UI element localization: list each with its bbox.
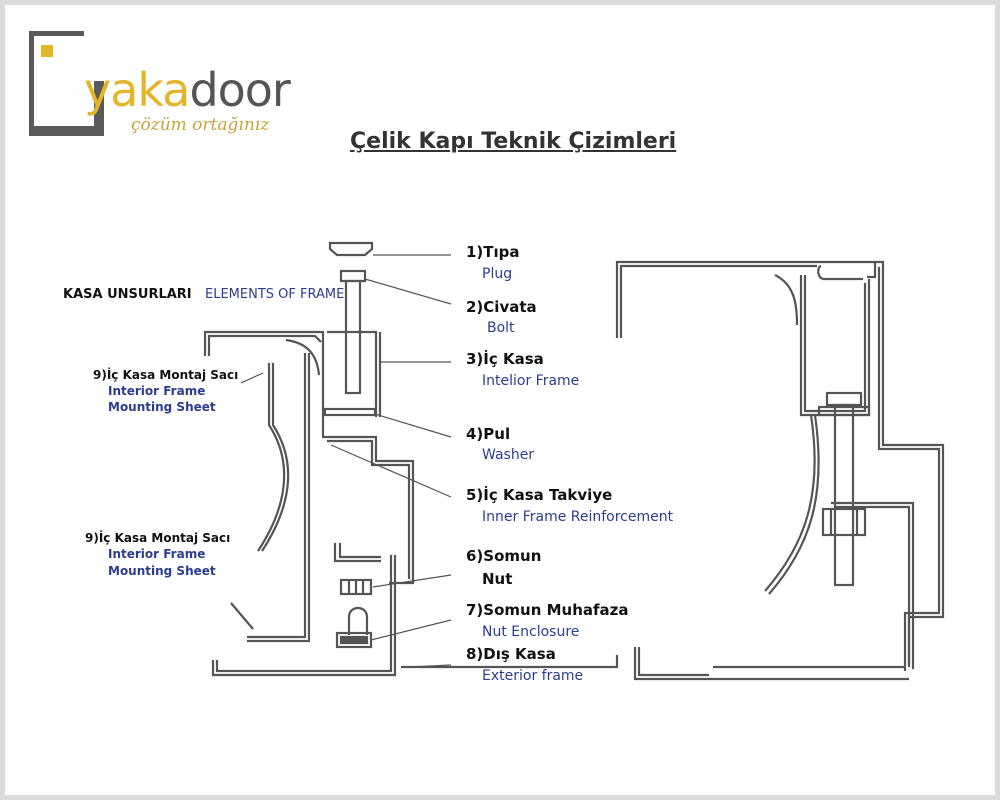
logo: yakadoor çözüm ortağınız bbox=[29, 31, 329, 139]
brand-tagline: çözüm ortağınız bbox=[131, 115, 270, 135]
section-label-tr: KASA UNSURLARI bbox=[63, 287, 192, 302]
part-label-nut-enclosure-tr: 7)Somun Muhafaza bbox=[466, 601, 629, 619]
side-label-1-en2: Mounting Sheet bbox=[108, 400, 216, 414]
side-label-2-tr: 9)İç Kasa Montaj Sacı bbox=[85, 531, 231, 545]
brand-name-part1: yaka bbox=[84, 63, 190, 117]
logo-bracket-icon bbox=[29, 31, 106, 136]
section-label-en: ELEMENTS OF FRAME bbox=[205, 287, 345, 302]
washer-shape bbox=[323, 407, 377, 417]
page-title: Çelik Kapı Teknik Çizimleri bbox=[350, 129, 677, 154]
part-label-reinforcement-en: Inner Frame Reinforcement bbox=[482, 509, 674, 525]
part-label-nut-en: Nut bbox=[482, 570, 513, 588]
exterior-frame-shape bbox=[211, 555, 619, 677]
part-label-interior-frame-tr: 3)İç Kasa bbox=[466, 350, 544, 368]
technical-drawing bbox=[203, 241, 945, 681]
part-label-exterior-frame-en: Exterior frame bbox=[482, 668, 584, 684]
part-label-bolt-tr: 2)Civata bbox=[466, 298, 537, 316]
mounting-sheet-shape bbox=[230, 353, 311, 643]
part-label-washer-tr: 4)Pul bbox=[466, 425, 511, 443]
side-label-2-en1: Interior Frame bbox=[108, 547, 206, 561]
part-label-nut-enclosure-en: Nut Enclosure bbox=[482, 624, 580, 640]
brand-name-part2: door bbox=[189, 63, 290, 117]
part-label-reinforcement-tr: 5)İç Kasa Takviye bbox=[466, 486, 613, 504]
brand-name: yakadoor bbox=[84, 67, 291, 113]
part-label-nut-tr: 6)Somun bbox=[466, 547, 542, 565]
nut-shape bbox=[339, 578, 373, 596]
interior-frame-shape bbox=[203, 330, 415, 585]
part-label-plug-tr: 1)Tıpa bbox=[466, 243, 520, 261]
bolt-shape bbox=[339, 269, 367, 395]
part-label-interior-frame-en: Intelior Frame bbox=[482, 373, 580, 389]
plug-shape bbox=[328, 241, 374, 257]
part-label-washer-en: Washer bbox=[482, 447, 535, 463]
side-label-1-tr: 9)İç Kasa Montaj Sacı bbox=[93, 368, 239, 382]
side-label-2-en2: Mounting Sheet bbox=[108, 564, 216, 578]
part-label-plug-en: Plug bbox=[482, 266, 513, 282]
leader-lines bbox=[240, 254, 452, 668]
assembled-frame-drawing bbox=[615, 260, 945, 681]
part-label-exterior-frame-tr: 8)Dış Kasa bbox=[466, 645, 556, 663]
nut-enclosure-shape bbox=[333, 543, 381, 649]
part-label-bolt-en: Bolt bbox=[487, 320, 515, 336]
side-label-1-en1: Interior Frame bbox=[108, 384, 206, 398]
